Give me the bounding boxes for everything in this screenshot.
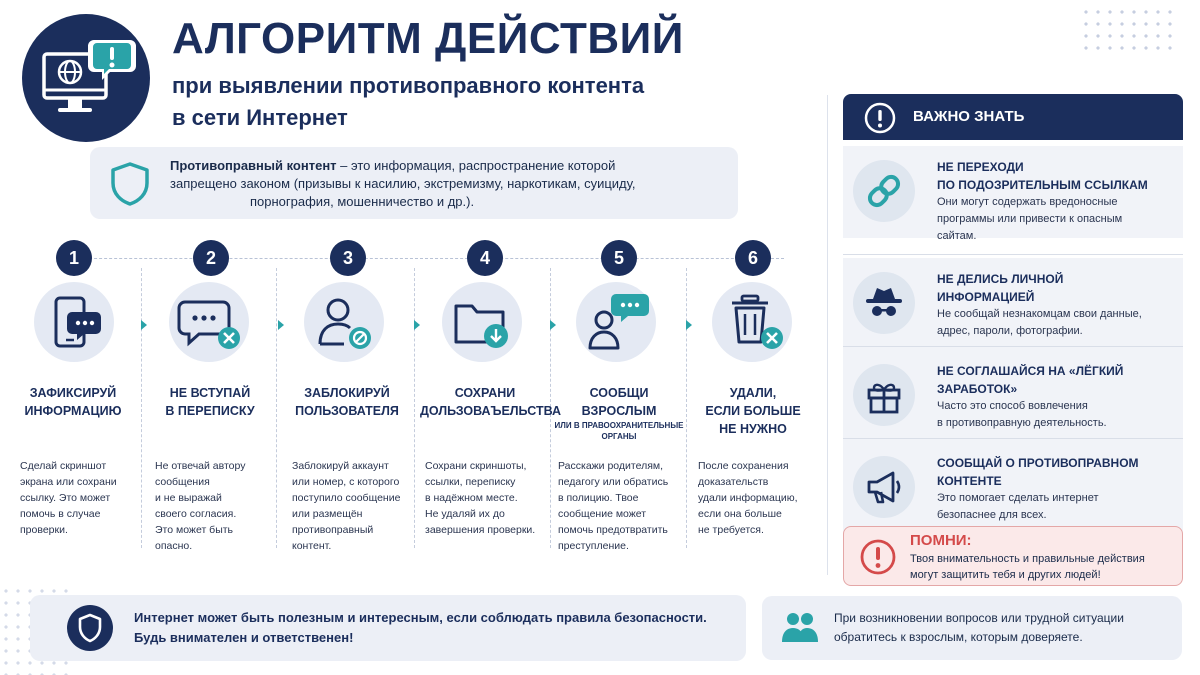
safety-note-text: Интернет может быть полезным и интересны… <box>134 610 707 645</box>
remember-title: ПОМНИ: <box>910 532 972 549</box>
page-subtitle: при выявлении противоправного контента в… <box>172 73 645 130</box>
page-title: АЛГОРИТМ ДЕЙСТВИЙ <box>172 14 684 63</box>
people-icon <box>782 613 818 642</box>
step-divider <box>414 268 415 548</box>
panel-divider <box>827 95 828 575</box>
step-divider <box>686 268 687 548</box>
safety-note: Интернет может быть полезным и интересны… <box>30 595 746 661</box>
spy-icon <box>853 272 915 334</box>
step-description: Расскажи родителям,педагогу или обратись… <box>558 460 669 552</box>
computer-alert-logo-icon <box>22 14 150 142</box>
important-header: ВАЖНО ЗНАТЬ <box>843 94 1183 140</box>
step-arrow-icon <box>141 320 147 330</box>
user-block-icon <box>304 282 384 362</box>
tip-text: Не сообщай незнакомцам свои данные,адрес… <box>937 308 1142 337</box>
help-note: При возникновении вопросов или трудной с… <box>762 596 1182 660</box>
step-arrow-icon <box>550 320 556 330</box>
shield-icon <box>111 162 149 206</box>
important-title: ВАЖНО ЗНАТЬ <box>913 108 1025 125</box>
step-number: 2 <box>193 240 229 276</box>
step-divider <box>141 268 142 548</box>
remember-box: ПОМНИ: Твоя внимательность и правильные … <box>843 526 1183 586</box>
step-number: 6 <box>735 240 771 276</box>
definition-text: Противоправный контент – это информация,… <box>170 158 636 209</box>
user-message-icon <box>576 282 656 362</box>
step-arrow-icon <box>686 320 692 330</box>
remember-text: Твоя внимательность и правильные действи… <box>910 553 1145 581</box>
exclamation-icon <box>860 539 896 575</box>
exclamation-icon <box>864 102 896 134</box>
tip-divider <box>843 346 1183 347</box>
step-divider <box>276 268 277 548</box>
tip-divider <box>843 254 1183 255</box>
help-note-text: При возникновении вопросов или трудной с… <box>834 611 1124 644</box>
megaphone-icon <box>853 456 915 518</box>
steps-timeline <box>64 258 784 259</box>
tip-divider <box>843 438 1183 439</box>
gift-icon <box>853 364 915 426</box>
chat-cancel-icon <box>169 282 249 362</box>
step-arrow-icon <box>278 320 284 330</box>
step-number: 5 <box>601 240 637 276</box>
step-number: 1 <box>56 240 92 276</box>
folder-download-icon <box>442 282 522 362</box>
definition-box: Противоправный контент – это информация,… <box>90 147 738 219</box>
step-number: 3 <box>330 240 366 276</box>
shield-icon <box>67 605 113 651</box>
link-icon <box>853 160 915 222</box>
step-number: 4 <box>467 240 503 276</box>
decorative-dots <box>1080 6 1180 56</box>
trash-delete-icon <box>712 282 792 362</box>
step-arrow-icon <box>414 320 420 330</box>
step-divider <box>550 268 551 548</box>
smartphone-chat-icon <box>34 282 114 362</box>
